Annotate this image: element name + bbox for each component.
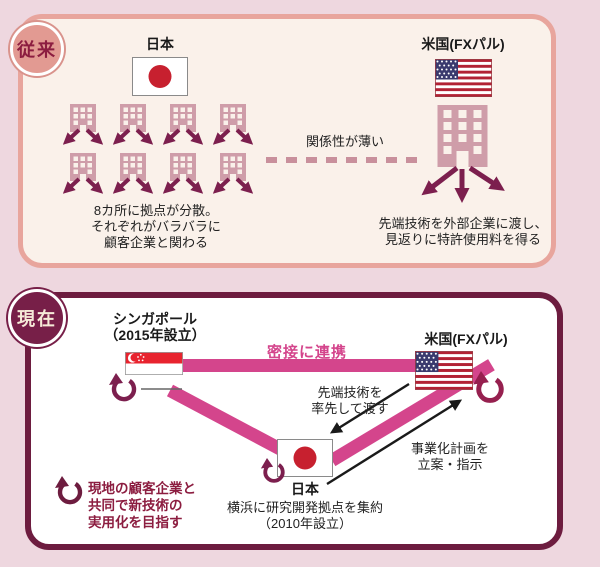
branch-building-icon	[108, 153, 158, 199]
japan-flag-bottom-icon	[277, 439, 333, 477]
cycle-arrow-local-icon	[54, 476, 86, 508]
before-usa-note: 先端技術を外部企業に渡し、 見返りに特許使用料を得る	[378, 216, 548, 247]
branch-building-grid	[58, 104, 258, 199]
before-usa-label: 米国(FXパル)	[421, 36, 505, 52]
branch-building-icon	[58, 104, 108, 150]
before-bases-note: 8カ所に拠点が分散。 それぞれがバラバラに 顧客企業と関わる	[91, 203, 221, 250]
before-badge-label: 従来	[17, 40, 57, 60]
singapore-label: シンガポール （2015年設立）	[104, 311, 206, 343]
us-flag-bottom-icon	[415, 351, 473, 390]
before-japan-label: 日本	[146, 36, 174, 52]
us-flag-icon	[435, 59, 492, 97]
branch-building-icon	[58, 153, 108, 199]
now-japan-note: 横浜に研究開発拠点を集約 （2010年設立）	[226, 500, 383, 531]
singapore-flag-icon	[125, 352, 183, 375]
before-badge: 従来	[10, 22, 64, 76]
tech-outflow-arrows-icon	[421, 165, 505, 203]
weak-relationship-dashed-line	[266, 157, 424, 163]
cooperation-band-horizontal	[183, 359, 448, 372]
now-badge: 現在	[8, 289, 66, 347]
japan-flag-icon	[132, 57, 188, 96]
now-japan-label: 日本	[291, 481, 319, 497]
weak-relationship-label: 関係性が薄い	[305, 134, 384, 149]
business-plan-note: 事業化計画を 立案・指示	[410, 441, 489, 472]
now-badge-label: 現在	[17, 309, 57, 329]
branch-building-icon	[158, 153, 208, 199]
tech-transfer-note: 先端技術を 率先して渡す	[311, 385, 389, 416]
close-cooperation-label: 密接に連携	[266, 344, 347, 361]
hq-building-icon	[437, 105, 488, 167]
branch-building-icon	[158, 104, 208, 150]
local-cooperation-note: 現地の顧客企業と 共同で新技術の 実用化を目指す	[88, 481, 196, 530]
cycle-arrow-usa-icon	[472, 371, 508, 407]
branch-building-icon	[108, 104, 158, 150]
panel-now	[25, 292, 563, 550]
now-usa-label: 米国(FXパル)	[424, 331, 508, 347]
branch-building-icon	[208, 104, 258, 150]
cycle-arrow-singapore-icon	[108, 373, 140, 405]
branch-building-icon	[208, 153, 258, 199]
